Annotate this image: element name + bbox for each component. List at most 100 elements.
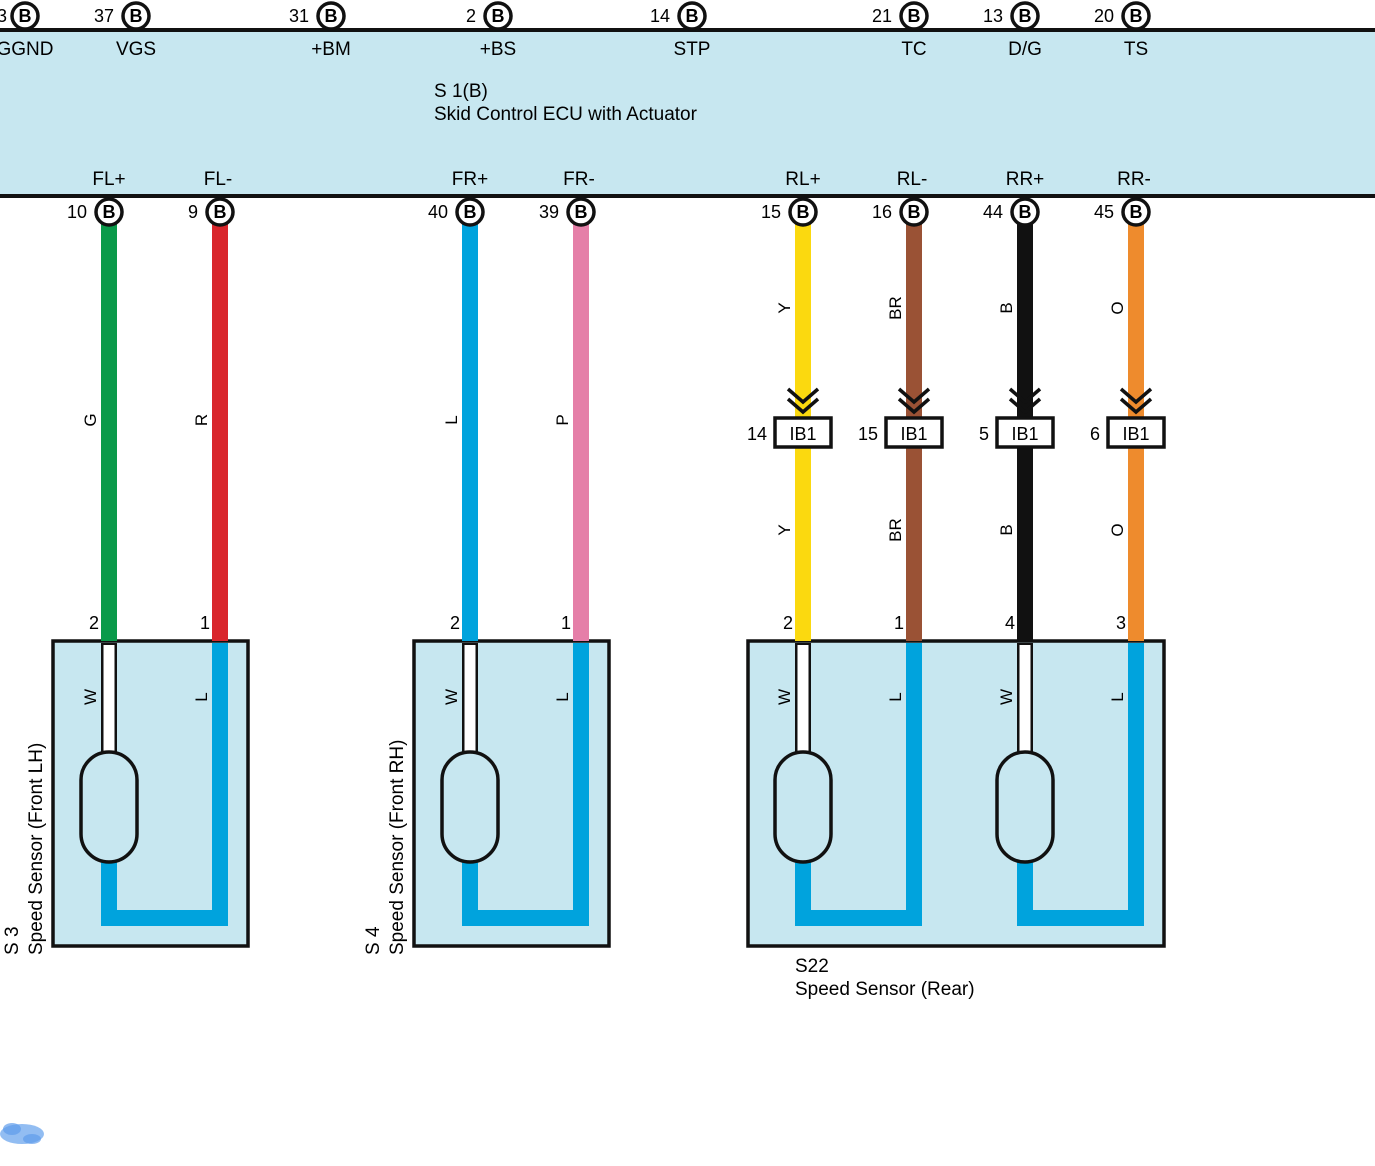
- sensor-s4-name: Speed Sensor (Front RH): [387, 740, 408, 955]
- sensor-s22-label-l1: L: [886, 692, 905, 701]
- pin-name: RR-: [1117, 169, 1151, 190]
- connector-code: B: [214, 202, 227, 222]
- connector-code: B: [19, 6, 32, 26]
- connector-code: B: [103, 202, 116, 222]
- connector-code: B: [325, 6, 338, 26]
- sensor-s22-label-w1: W: [775, 689, 794, 705]
- ecu-top-pin-7: 13 B D/G: [983, 1, 1042, 60]
- coil-element: [773, 750, 833, 864]
- wire-label-o-lower: O: [1108, 523, 1127, 536]
- sensor-s22-pin-2: 2: [783, 613, 793, 633]
- connector-code: B: [575, 202, 588, 222]
- pin-number: 14: [650, 6, 670, 26]
- connector-code: B: [797, 202, 810, 222]
- pin-name: GGND: [0, 39, 54, 60]
- sensor-s3-coil: [79, 643, 228, 926]
- ecu-bottom-pin-3: FR+ 40 B: [428, 169, 488, 227]
- pin-name: RL-: [897, 169, 928, 190]
- coil-element: [995, 750, 1055, 864]
- connector-code: B: [1130, 202, 1143, 222]
- ecu-panel: [0, 30, 1375, 196]
- ecu-top-pin-3: 31 B +BM: [289, 1, 351, 60]
- ecu-top-pin-1: 3 B GGND: [0, 1, 54, 60]
- junction-box: [1106, 416, 1166, 449]
- chevron-down-icon: [1119, 387, 1153, 415]
- connector-code: B: [1130, 6, 1143, 26]
- connector-code: B: [130, 6, 143, 26]
- junction-pin-number: 14: [747, 424, 767, 444]
- ecu-name: Skid Control ECU with Actuator: [434, 104, 698, 125]
- pin-number: 2: [466, 6, 476, 26]
- ecu-designator: S 1(B): [434, 81, 488, 102]
- connector-code: B: [908, 6, 921, 26]
- coil-element: [79, 750, 139, 864]
- wire-label-r: R: [192, 414, 211, 426]
- sensor-s4-pin-2: 2: [450, 613, 460, 633]
- pin-number: 31: [289, 6, 309, 26]
- connector-circle: [1121, 1, 1151, 31]
- junction-pin-number: 15: [858, 424, 878, 444]
- ecu-bottom-pin-6: RL- 16 B: [872, 169, 929, 227]
- connector-code: B: [1019, 202, 1032, 222]
- connector-code: B: [464, 202, 477, 222]
- scribble-blob: [3, 1123, 21, 1135]
- wire-label-y-lower: Y: [775, 524, 794, 535]
- sensor-s22-designator: S22: [795, 956, 829, 977]
- sensor-s4-pin-1: 1: [561, 613, 571, 633]
- sensor-s3-name: Speed Sensor (Front LH): [26, 743, 47, 955]
- pin-number: 13: [983, 6, 1003, 26]
- wire-label-g: G: [81, 413, 100, 426]
- wire-label-br-upper: BR: [886, 296, 905, 320]
- pin-name: FL-: [204, 169, 233, 190]
- pin-number: 15: [761, 202, 781, 222]
- sensor-s3-pin-1: 1: [200, 613, 210, 633]
- wire-label-y-upper: Y: [775, 302, 794, 313]
- sensor-s22-pin-3: 3: [1116, 613, 1126, 633]
- sensor-s22-name: Speed Sensor (Rear): [795, 979, 975, 1000]
- connector-code: B: [492, 6, 505, 26]
- pin-name: FR+: [452, 169, 488, 190]
- junction-ib1-pin-2: 15 IB1: [858, 416, 944, 449]
- pin-number: 10: [67, 202, 87, 222]
- sensor-s22-label-w2: W: [997, 689, 1016, 705]
- pin-number: 44: [983, 202, 1003, 222]
- scribble-blob: [23, 1134, 41, 1144]
- ecu-block: S 1(B) Skid Control ECU with Actuator: [0, 28, 1375, 198]
- junction-ib1-pin-3: 5 IB1: [979, 416, 1055, 449]
- connector-circle: [788, 197, 818, 227]
- junction-ib1-pin-1: 14 IB1: [747, 416, 833, 449]
- pin-name: RR+: [1006, 169, 1045, 190]
- connector-circle: [677, 1, 707, 31]
- wire-label-o-upper: O: [1108, 301, 1127, 314]
- coil-blue-loop: [795, 643, 922, 926]
- ecu-top-pin-8: 20 B TS: [1094, 1, 1151, 60]
- pin-name: STP: [674, 39, 711, 60]
- pin-number: 40: [428, 202, 448, 222]
- coil-blue-loop: [462, 643, 589, 926]
- connector-circle: [205, 197, 235, 227]
- pin-name: VGS: [116, 39, 156, 60]
- sensor-s22-coil-right: [995, 643, 1144, 926]
- ecu-bottom-pin-2: FL- 9 B: [188, 169, 235, 227]
- connector-circle: [899, 1, 929, 31]
- connector-circle: [899, 197, 929, 227]
- ecu-top-pin-5: 14 B STP: [650, 1, 711, 60]
- pin-name: FL+: [92, 169, 125, 190]
- pin-number: 21: [872, 6, 892, 26]
- connector-circle: [316, 1, 346, 31]
- chevron-down-icon: [786, 387, 820, 415]
- junction-name: IB1: [900, 424, 927, 444]
- sensor-s4-label-l: L: [553, 692, 572, 701]
- ecu-top-pin-2: 37 B VGS: [94, 1, 156, 60]
- sensor-s22-label-l2: L: [1108, 692, 1127, 701]
- coil-element: [440, 750, 500, 864]
- connector-circle: [10, 1, 40, 31]
- connector-code: B: [686, 6, 699, 26]
- chevron-down-icon: [897, 387, 931, 415]
- ecu-top-pin-4: 2 B +BS: [466, 1, 516, 60]
- pin-name: TS: [1124, 39, 1148, 60]
- scribble-mark: [0, 1123, 44, 1144]
- connector-circle: [121, 1, 151, 31]
- pin-number: 20: [1094, 6, 1114, 26]
